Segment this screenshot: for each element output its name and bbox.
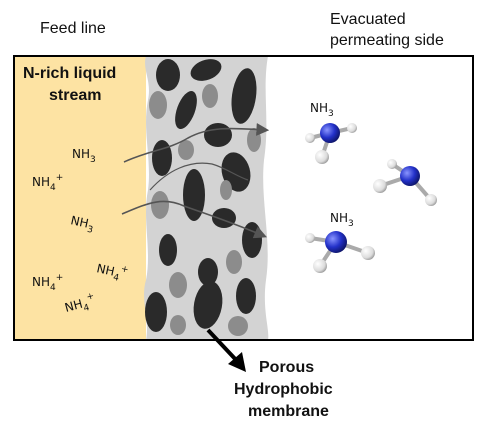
diagram-frame [13,55,474,341]
feed-stream-label-line1: N-rich liquid [23,65,117,82]
porous-membrane [144,56,269,340]
nh3-molecule-1 [305,123,357,164]
flow-arrow-middle [149,162,249,191]
species-nh4-2: NH4+ [95,259,130,285]
feed-line-label: Feed line [40,20,106,37]
permeate-side-label-line1: Evacuated [330,11,406,28]
membrane-label-line3: membrane [248,403,329,420]
feed-stream-label-line2: stream [49,87,102,104]
membrane-pointer-arrowhead [228,352,246,372]
species-nh4-3: NH4+ [32,273,63,293]
species-nh3-1: NH3 [72,147,96,165]
species-nh3-permeate-2: NH3 [330,211,354,229]
membrane-label-line2: Hydrophobic [234,381,333,398]
nh3-molecule-3 [305,231,375,273]
nh3-molecule-2 [373,159,437,206]
membrane-pointer-arrow [206,328,240,364]
species-nh3-2: NH3 [69,213,96,236]
feed-zone [14,56,146,340]
species-nh3-permeate-1: NH3 [310,101,334,119]
membrane-label-line1: Porous [259,359,315,376]
species-nh4-4: NH4+ [63,291,98,318]
species-nh4-1: NH4+ [32,173,63,193]
flow-arrow-bottom [121,200,267,239]
permeate-side-label-line2: permeating side [330,32,444,49]
flow-arrow-top [123,123,270,163]
